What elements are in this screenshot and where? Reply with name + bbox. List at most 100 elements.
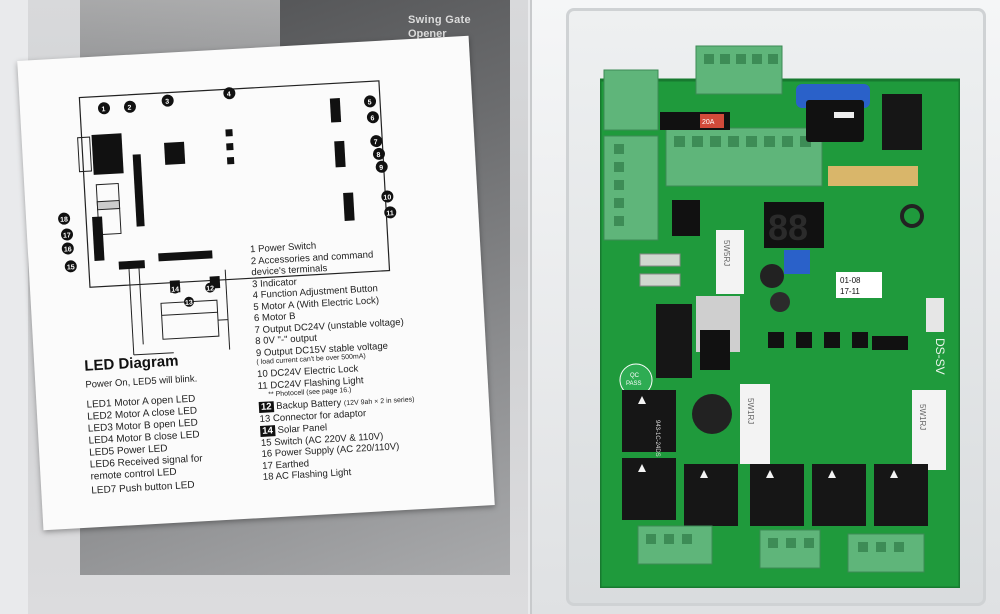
wire-c xyxy=(133,352,174,356)
board-edge-text: DS-SV xyxy=(933,338,947,375)
booklet-title-line1: Swing Gate xyxy=(408,14,471,26)
relay-1 xyxy=(622,390,676,452)
trim-potentiometer xyxy=(784,250,810,274)
wire-e xyxy=(224,269,231,350)
power-switch-symbol xyxy=(91,133,124,175)
badge-17-text: 17 xyxy=(63,232,71,239)
badge-7-text: 7 xyxy=(374,139,378,146)
resistor-2-label: 5W1RJ xyxy=(746,398,755,424)
resistor-3-label: 5W1RJ xyxy=(918,404,927,430)
bridge-rectifier xyxy=(656,304,692,378)
diagram-numbers: 1 2 3 4 5 6 7 8 9 10 11 12 13 14 15 16 1… xyxy=(58,87,397,307)
relay-2 xyxy=(622,458,676,520)
legend-14-number: 14 xyxy=(259,425,276,437)
relay-3 xyxy=(684,464,738,526)
badge-15-text: 15 xyxy=(67,264,75,271)
fuse-label: 20A xyxy=(702,119,715,126)
relay-top-right xyxy=(882,94,922,150)
terminal-block-left xyxy=(603,135,659,241)
transformer-coil xyxy=(161,311,218,316)
terminal-block-bottom-1 xyxy=(637,525,713,565)
badge-3 xyxy=(161,94,174,107)
terminal-5-6 xyxy=(329,98,342,123)
badge-14-text: 14 xyxy=(171,286,179,293)
qc-label-2: PASS xyxy=(626,381,642,387)
badge-5 xyxy=(364,95,377,108)
display-digits: 88 xyxy=(768,207,808,248)
button-4a xyxy=(225,129,233,137)
capacitor-1 xyxy=(760,264,784,288)
power-rocker-switch[interactable] xyxy=(806,100,864,142)
badge-18-text: 18 xyxy=(60,216,68,223)
regulator-2 xyxy=(700,330,730,370)
legend-12-number: 12 xyxy=(258,401,274,414)
badge-9-text: 9 xyxy=(379,165,383,172)
switch-indicator xyxy=(834,112,854,118)
power-resistor-2 xyxy=(740,384,770,464)
badge-10-text: 10 xyxy=(383,194,391,201)
terminal-block-middle xyxy=(665,127,823,187)
button-4c xyxy=(226,157,235,165)
badge-17 xyxy=(60,228,73,241)
circuit-board: 20A 88 5W5RJ 5W1RJ 5W1RJ 01-08 17-11 xyxy=(600,45,960,588)
badge-16 xyxy=(61,242,74,255)
function-buttons[interactable] xyxy=(768,332,868,348)
glass-fuse-2 xyxy=(639,273,681,287)
badge-9 xyxy=(375,160,388,173)
resistor-1-label: 5W5RJ xyxy=(722,240,731,266)
badge-4 xyxy=(223,87,236,100)
badge-13-text: 13 xyxy=(185,300,193,307)
capacitor-large xyxy=(692,394,732,434)
wiring-diagram: 1 2 3 4 5 6 7 8 9 10 11 12 13 14 15 16 1… xyxy=(58,80,397,356)
terminal-block-bottom-2 xyxy=(759,529,821,569)
badge-5-text: 5 xyxy=(367,99,371,106)
fuse xyxy=(700,114,724,128)
antenna-coil xyxy=(900,204,924,228)
glass-fuse-1 xyxy=(639,253,681,267)
relay-4 xyxy=(750,464,804,526)
badge-12 xyxy=(205,282,216,293)
badge-6 xyxy=(366,111,379,124)
badge-11-text: 11 xyxy=(386,210,394,217)
badge-8 xyxy=(372,147,385,160)
white-connector xyxy=(926,298,944,332)
badge-16-text: 16 xyxy=(64,246,72,253)
relay-5 xyxy=(812,464,866,526)
wire-d xyxy=(217,319,229,321)
badge-6-text: 6 xyxy=(370,115,374,122)
relay-label-box xyxy=(96,199,121,211)
wire-a xyxy=(128,269,135,355)
qc-label-1: QC xyxy=(630,373,640,379)
badge-14 xyxy=(170,283,181,294)
terminal-10-11 xyxy=(343,192,355,221)
terminal-7-9 xyxy=(334,140,346,168)
relays xyxy=(622,390,928,526)
badge-15 xyxy=(64,260,77,273)
badge-2-text: 2 xyxy=(127,105,131,112)
badge-4-text: 4 xyxy=(227,91,231,98)
rf-module xyxy=(828,166,918,186)
power-resistor-3 xyxy=(912,390,946,470)
date-sticker xyxy=(836,272,882,298)
badge-18 xyxy=(58,212,71,225)
terminal-bottom xyxy=(158,250,213,262)
badge-2 xyxy=(123,100,136,113)
badge-1-text: 1 xyxy=(101,106,105,113)
badge-10 xyxy=(381,190,394,203)
terminal-strip-2 xyxy=(132,154,145,227)
terminal-block-top xyxy=(695,45,783,95)
ic-chip xyxy=(872,336,908,350)
wire-b xyxy=(138,268,144,345)
indicator-3 xyxy=(164,141,186,165)
seven-segment-display xyxy=(764,202,824,248)
relay-6 xyxy=(874,464,928,526)
relay-label: 943-1C-24DS xyxy=(654,420,660,457)
badge-7 xyxy=(370,135,383,148)
badge-3-text: 3 xyxy=(165,99,169,106)
switch-bracket xyxy=(77,136,93,173)
badge-1 xyxy=(98,102,111,115)
regulator-1 xyxy=(672,200,700,236)
badge-12-text: 12 xyxy=(206,285,214,292)
badge-13 xyxy=(183,296,194,307)
